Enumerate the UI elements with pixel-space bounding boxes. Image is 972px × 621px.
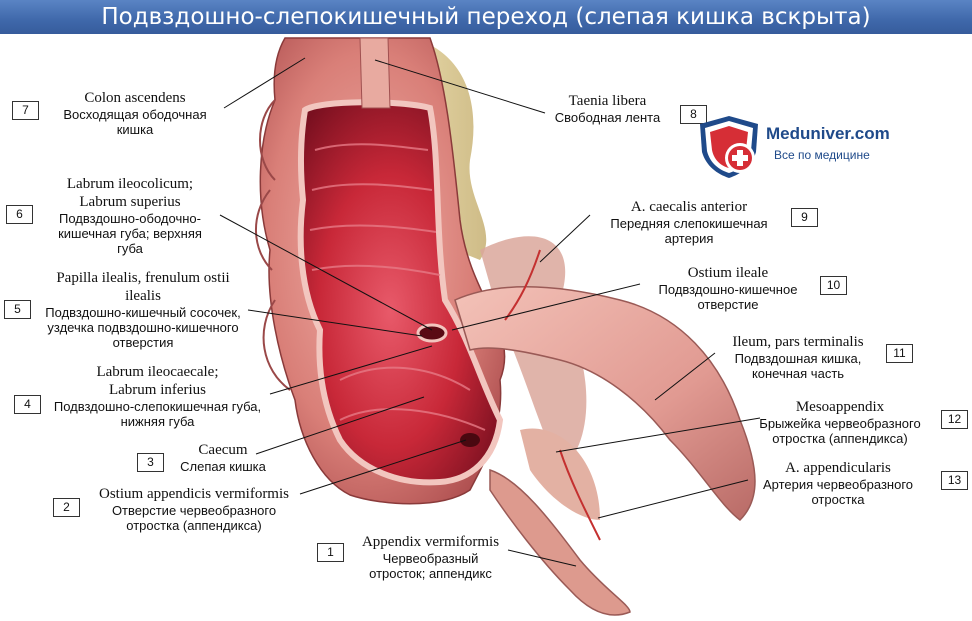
label-number-4: 4: [14, 395, 41, 414]
russian-name: Отверстие червеобразного отростка (аппен…: [111, 503, 277, 533]
latin-name: A. appendicularis: [785, 460, 891, 476]
label-ileum-terminalis: Ileum, pars terminalis Подвздошная кишка…: [713, 333, 883, 381]
latin-name: Labrum ileocaecale; Labrum inferius: [96, 364, 219, 398]
label-number-10: 10: [820, 276, 847, 295]
russian-name: Червеобразный отросток; аппендикс: [369, 551, 492, 581]
mucosal-folds: [309, 143, 486, 431]
russian-name: Передняя слепокишечная артерия: [610, 216, 768, 246]
title-bar: Подвздошно-слепокишечный переход (слепая…: [0, 0, 972, 34]
logo-tagline: Все по медицине: [774, 148, 870, 162]
russian-name: Брыжейка червеобразного отростка (аппенд…: [759, 416, 921, 446]
russian-name: Артерия червеобразного отростка: [762, 477, 914, 507]
label-number-12: 12: [941, 410, 968, 429]
russian-name: Подвздошно-кишечное отверстие: [658, 282, 798, 312]
latin-name: Labrum ileocolicum; Labrum superius: [66, 176, 194, 210]
appendicular-artery-vessel: [559, 449, 601, 541]
label-appendix-vermiformis: Appendix vermiformis Червеобразный отрос…: [343, 533, 518, 581]
label-ostium-ileale: Ostium ileale Подвздошно-кишечное отверс…: [638, 264, 818, 312]
latin-name: Ostium appendicis vermiformis: [99, 486, 289, 502]
anatomy-illustration: [255, 37, 756, 616]
label-number-11: 11: [886, 344, 913, 363]
label-number-8: 8: [680, 105, 707, 124]
latin-name: Ileum, pars terminalis: [732, 334, 864, 350]
latin-name: Papilla ilealis, frenulum ostii ilealis: [56, 270, 230, 304]
label-taenia-libera: Taenia libera Свободная лента: [540, 92, 675, 125]
russian-name: Подвздошно-кишечный сосочек, уздечка под…: [45, 305, 241, 350]
label-labrum-inferius: Labrum ileocaecale; Labrum inferius Подв…: [45, 363, 270, 429]
label-number-6: 6: [6, 205, 33, 224]
label-number-13: 13: [941, 471, 968, 490]
latin-name: Mesoappendix: [795, 399, 885, 415]
label-number-7: 7: [12, 101, 39, 120]
label-number-1: 1: [317, 543, 344, 562]
haustra-left: [255, 99, 291, 391]
russian-name: Слепая кишка: [180, 459, 266, 474]
meduniver-logo: Meduniver.com Все по медицине: [696, 114, 936, 184]
russian-name: Свободная лента: [554, 110, 661, 125]
label-caecum: Caecum Слепая кишка: [163, 441, 283, 474]
vermiform-appendix: [489, 468, 631, 616]
label-colon-ascendens: Colon ascendens Восходящая ободочная киш…: [40, 89, 230, 137]
opened-lumen: [297, 99, 504, 486]
logo-name: Meduniver.com: [766, 124, 890, 143]
shield-icon: [700, 116, 758, 178]
taenia-libera-strip: [359, 37, 391, 109]
label-papilla-ilealis: Papilla ilealis, frenulum ostii ilealis …: [32, 269, 254, 350]
russian-name: Подвздошная кишка, конечная часть: [734, 351, 862, 381]
page-title: Подвздошно-слепокишечный переход (слепая…: [101, 4, 871, 30]
russian-name: Подвздошно-ободочно-кишечная губа; верхн…: [58, 211, 202, 256]
latin-name: Caecum: [198, 442, 248, 458]
label-mesoappendix: Mesoappendix Брыжейка червеобразного отр…: [740, 398, 940, 446]
russian-name: Подвздошно-слепокишечная губа, нижняя гу…: [53, 399, 262, 429]
latin-name: A. caecalis anterior: [630, 199, 748, 215]
appendix-orifice: [460, 433, 480, 447]
label-a-appendicularis: A. appendicularis Артерия червеобразного…: [738, 459, 938, 507]
caecal-artery-vessel: [504, 249, 541, 321]
russian-name: Восходящая ободочная кишка: [63, 107, 207, 137]
label-labrum-superius: Labrum ileocolicum; Labrum superius Подв…: [35, 175, 225, 256]
latin-name: Taenia libera: [568, 93, 647, 109]
label-caecalis-anterior: A. caecalis anterior Передняя слепокишеч…: [590, 198, 788, 246]
latin-name: Appendix vermiformis: [361, 534, 500, 550]
label-ostium-appendicis: Ostium appendicis vermiformis Отверстие …: [80, 485, 308, 533]
label-number-9: 9: [791, 208, 818, 227]
terminal-ileum: [454, 286, 756, 521]
ileal-papilla: [416, 323, 448, 343]
latin-name: Colon ascendens: [84, 90, 186, 106]
latin-name: Ostium ileale: [687, 265, 769, 281]
label-number-2: 2: [53, 498, 80, 517]
label-number-3: 3: [137, 453, 164, 472]
label-number-5: 5: [4, 300, 31, 319]
